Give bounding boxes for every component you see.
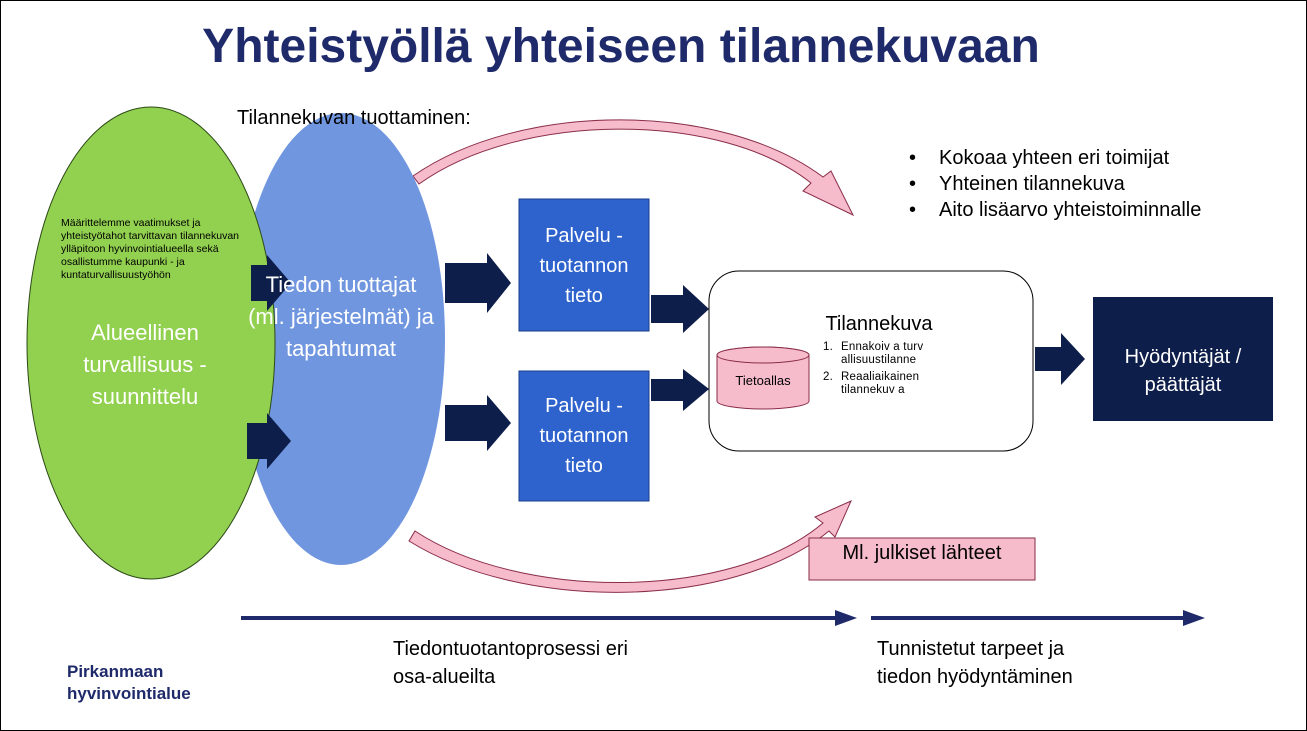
timeline-right-head	[1183, 610, 1205, 626]
service-box-1-shape	[518, 198, 650, 332]
users-box-shape	[1093, 297, 1273, 421]
users-box-label: Hyödyntäjät / päättäjät	[1124, 346, 1242, 396]
service-box-2-label: Palvelu - tuotannon tieto	[539, 395, 629, 477]
green-to-blue-arrow-2	[247, 413, 291, 469]
box2-to-tk-arrow	[651, 369, 709, 411]
green-ellipse	[26, 106, 276, 580]
benefit-item: •Aito lisäarvo yhteistoiminnalle	[909, 199, 1202, 221]
tilannekuva-item: 2. Reaaliaikainen tilannekuv a	[823, 371, 920, 396]
tilannekuva-list: 1. Ennakoiv a turv allisuustilanne 2. Re…	[823, 341, 1023, 397]
bottom-curved-arrow	[408, 500, 852, 593]
bullet-icon: •	[909, 173, 917, 195]
organization-logo: Pirkanmaan hyvinvointialue	[67, 661, 191, 705]
green-ellipse-description: Määrittelemme vaatimukset ja yhteistyöta…	[61, 217, 240, 281]
logo-line-1: Pirkanmaan	[67, 662, 164, 681]
benefit-item: •Kokoaa yhteen eri toimijat	[909, 147, 1170, 169]
subtitle: Tilannekuvan tuottaminen:	[237, 107, 471, 129]
bullet-icon: •	[909, 147, 917, 169]
blue-to-box2-arrow	[445, 395, 511, 451]
tilannekuva-item: 1. Ennakoiv a turv allisuustilanne	[823, 341, 924, 366]
timeline-right-label: Tunnistetut tarpeet ja tiedon hyödyntämi…	[877, 638, 1073, 688]
green-to-blue-arrow-1	[251, 255, 291, 311]
tilannekuva-title: Tilannekuva	[825, 313, 933, 335]
benefit-item: •Yhteinen tilannekuva	[909, 173, 1125, 195]
database-label: Tietoallas	[735, 373, 791, 388]
public-sources-box-shape	[808, 537, 1036, 581]
tk-to-users-arrow	[1035, 333, 1085, 385]
public-sources-label: Ml. julkiset lähteet	[842, 542, 1002, 564]
timeline-left-head	[835, 610, 857, 626]
box1-to-tk-arrow	[651, 285, 709, 333]
timeline-left-label: Tiedontuotantoprosessi eri osa-alueilta	[393, 638, 628, 688]
benefits-list: •Kokoaa yhteen eri toimijat •Yhteinen ti…	[909, 145, 1201, 223]
green-ellipse-label: Alueellinen turvallisuus - suunnittelu	[83, 320, 207, 409]
top-curved-arrow	[412, 119, 855, 217]
blue-ellipse-label: Tiedon tuottajat (ml. järjestelmät) ja t…	[248, 272, 434, 361]
page-title: Yhteistyöllä yhteiseen tilannekuvaan	[202, 20, 1040, 73]
service-box-1-label: Palvelu - tuotannon tieto	[539, 225, 629, 307]
logo-line-2: hyvinvointialue	[67, 684, 191, 703]
blue-ellipse	[237, 113, 445, 565]
database-cylinder-top	[716, 346, 810, 364]
blue-to-box1-arrow	[445, 253, 511, 313]
bullet-icon: •	[909, 199, 917, 221]
service-box-2-shape	[518, 370, 650, 502]
